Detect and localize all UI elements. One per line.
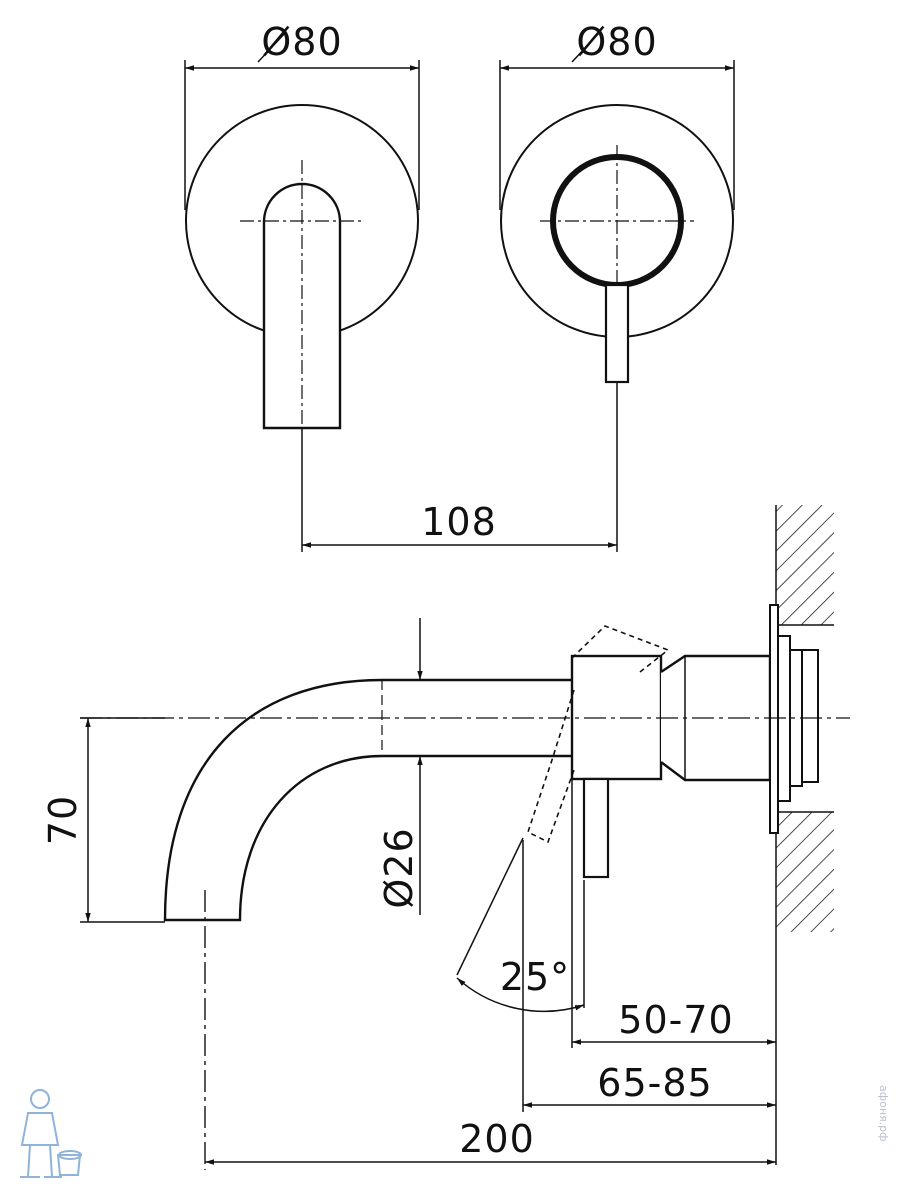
wall-upper: [776, 505, 834, 625]
label-spout-height: 70: [41, 795, 85, 845]
side-lever: [582, 777, 610, 879]
mixer-pin: [604, 283, 630, 384]
label-handle-angle: 25°: [500, 955, 570, 999]
label-spout-diameter: Ø26: [377, 827, 421, 908]
label-spout-projection: 200: [459, 1117, 535, 1161]
plumber-logo: [20, 1089, 82, 1178]
wall-lower: [776, 812, 834, 932]
spout: [163, 678, 572, 922]
watermark: афоня.рф: [877, 1085, 890, 1142]
front-view-right: [499, 31, 735, 552]
front-view-left: [184, 31, 420, 552]
label-diameter-left: Ø80: [261, 20, 342, 64]
wall-plate: [769, 604, 779, 834]
label-handle-spacing: 108: [421, 500, 497, 544]
label-handle-depth: 65-85: [597, 1061, 712, 1105]
label-diameter-right: Ø80: [576, 20, 657, 64]
label-wall-depth: 50-70: [618, 998, 733, 1042]
side-view: [80, 505, 850, 1170]
